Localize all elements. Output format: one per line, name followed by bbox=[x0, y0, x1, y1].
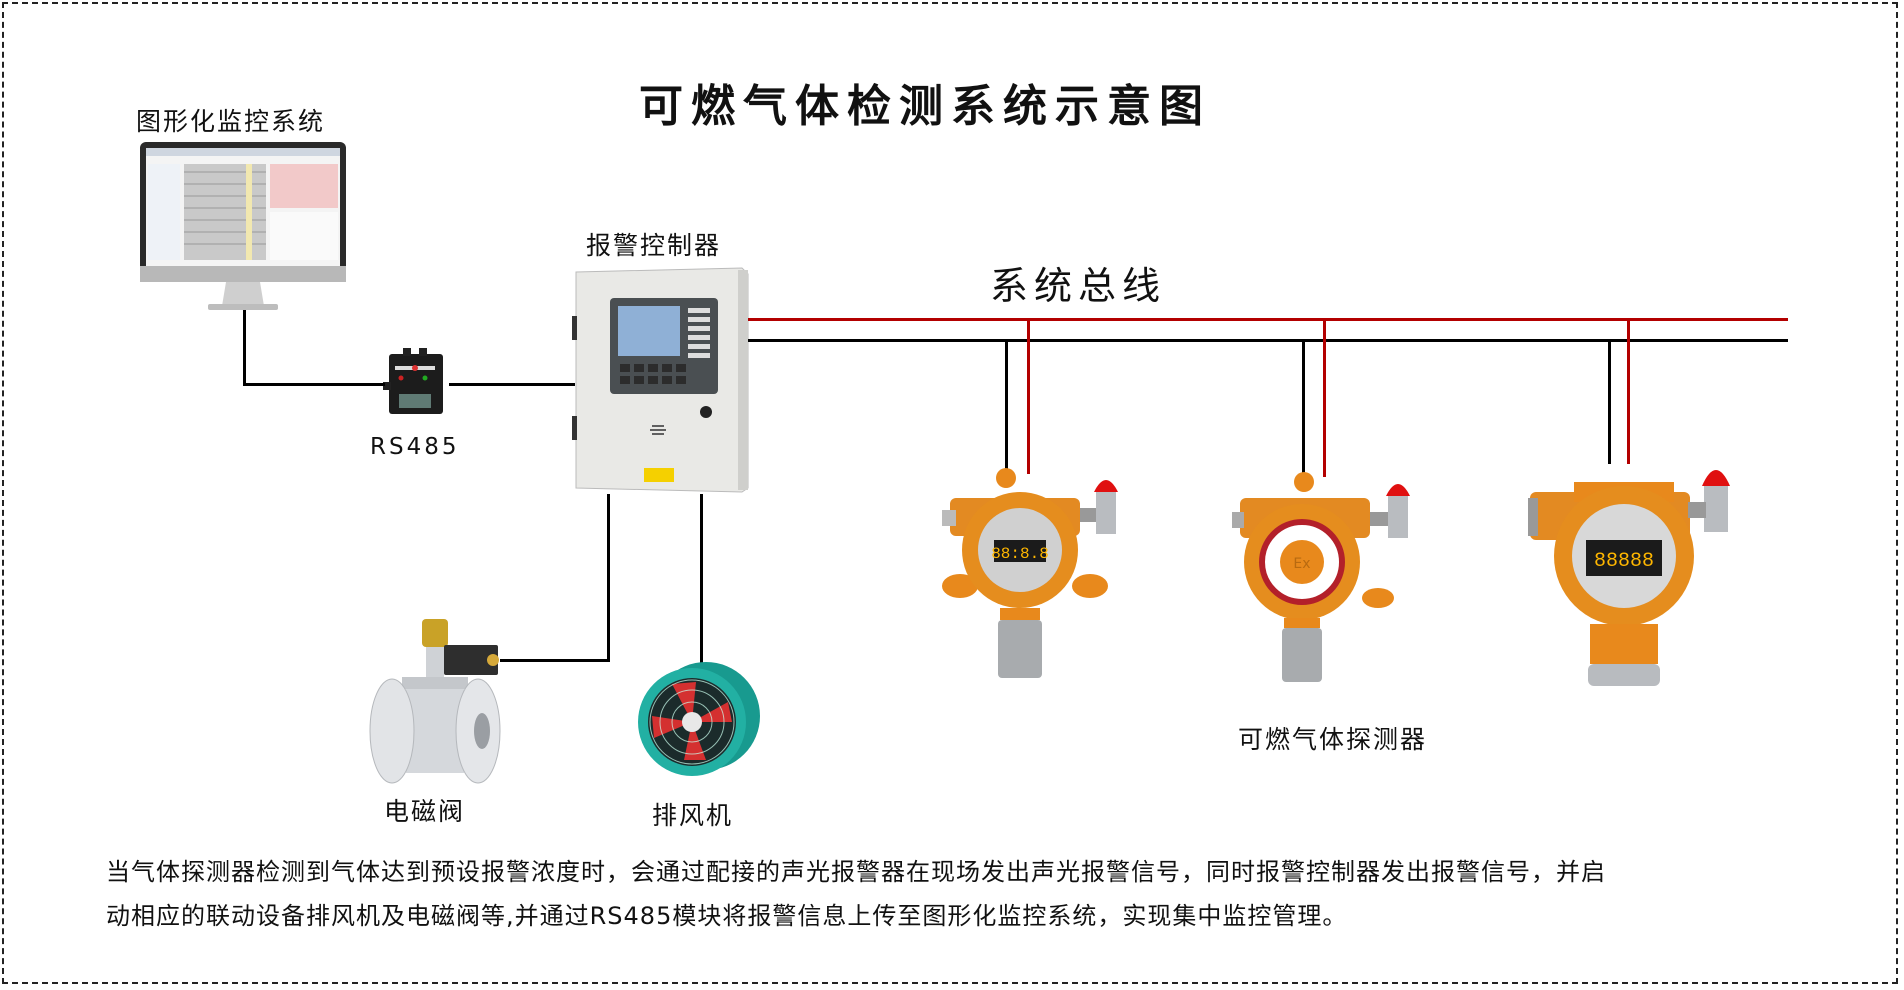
exhaust-fan-icon bbox=[638, 662, 760, 776]
gas-detector-icon: 88:8.8 bbox=[942, 468, 1118, 678]
detector-3-wire-negative bbox=[1608, 339, 1611, 464]
detector-3-wire-positive bbox=[1627, 318, 1630, 464]
detector-3-display: 88888 bbox=[1594, 550, 1654, 573]
monitor-label: 图形化监控系统 bbox=[136, 107, 326, 136]
monitor-rs485-wire bbox=[243, 383, 385, 386]
fan-label: 排风机 bbox=[652, 801, 734, 830]
monitor-wire bbox=[243, 310, 246, 386]
rs485-module-icon bbox=[383, 348, 443, 414]
monitor-icon bbox=[140, 142, 346, 310]
solenoid-valve-icon bbox=[369, 619, 501, 784]
description-line-1: 当气体探测器检测到气体达到预设报警浓度时，会通过配接的声光报警器在现场发出声光报… bbox=[106, 858, 1606, 886]
rs485-controller-wire bbox=[449, 383, 575, 386]
valve-wire bbox=[500, 659, 610, 662]
bus-wire-negative bbox=[748, 339, 1788, 342]
rs485-label: RS485 bbox=[370, 434, 460, 460]
detector-1-display: 88:8.8 bbox=[991, 545, 1049, 563]
detector-2-wire-negative bbox=[1302, 339, 1305, 477]
detector-1-wire-negative bbox=[1005, 339, 1008, 474]
valve-label: 电磁阀 bbox=[384, 797, 466, 826]
bus-wire-positive bbox=[748, 318, 1788, 321]
controller-fan-wire bbox=[700, 494, 703, 666]
detector-1-wire-positive bbox=[1027, 318, 1030, 474]
gas-detector-icon: Ex bbox=[1232, 472, 1410, 682]
controller-label: 报警控制器 bbox=[586, 231, 722, 260]
diagram-title: 可燃气体检测系统示意图 bbox=[639, 81, 1211, 132]
bus-label: 系统总线 bbox=[990, 264, 1167, 308]
gas-detector-icon: 88888 bbox=[1528, 470, 1730, 686]
detector-2-wire-positive bbox=[1323, 318, 1326, 477]
detector-2-display: Ex bbox=[1293, 556, 1310, 572]
controller-valve-wire bbox=[607, 494, 610, 662]
detectors-label: 可燃气体探测器 bbox=[1238, 725, 1428, 754]
description-line-2: 动相应的联动设备排风机及电磁阀等,并通过RS485模块将报警信息上传至图形化监控… bbox=[106, 902, 1348, 930]
alarm-controller-icon bbox=[572, 267, 749, 493]
